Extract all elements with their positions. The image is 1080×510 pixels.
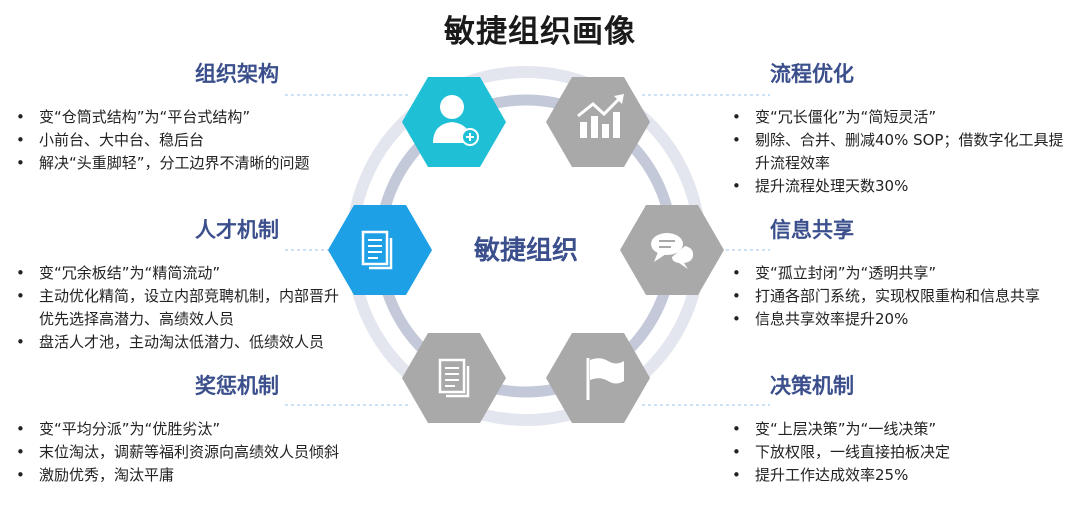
list-item: 盘活人才池，主动淘汰低潜力、低绩效人员 [14, 331, 344, 354]
document-icon [361, 230, 393, 270]
page-title: 敏捷组织画像 [444, 14, 636, 50]
list-item: 变“平均分派”为“优胜劣汰” [14, 418, 374, 441]
structure-list: 变“仓筒式结构”为“平台式结构” 小前台、大中台、稳后台 解决“头重脚轻”，分工… [14, 106, 354, 175]
section-title-info: 信息共享 [770, 218, 854, 242]
person-add-icon [433, 95, 479, 146]
trend-chart-icon [577, 94, 624, 138]
decision-list: 变“上层决策”为“一线决策” 下放权限，一线直接拍板决定 提升工作达成效率25% [730, 418, 1070, 487]
section-title-decision: 决策机制 [770, 374, 854, 398]
info-list: 变“孤立封闭”为“透明共享” 打通各部门系统，实现权限重构和信息共享 信息共享效… [730, 262, 1075, 331]
list-item: 变“孤立封闭”为“透明共享” [730, 262, 1075, 285]
section-title-structure: 组织架构 [195, 62, 279, 86]
list-item: 下放权限，一线直接拍板决定 [730, 441, 1070, 464]
list-item: 激励优秀，淘汰平庸 [14, 464, 374, 487]
list-item: 变“仓筒式结构”为“平台式结构” [14, 106, 354, 129]
hex-decision [546, 333, 650, 423]
list-item: 主动优化精简，设立内部竞聘机制，内部晋升优先选择高潜力、高绩效人员 [14, 285, 344, 331]
list-item: 变“冗余板结”为“精简流动” [14, 262, 344, 285]
hex-reward [402, 333, 506, 423]
process-list: 变“冗长僵化”为“简短灵活” 剔除、合并、删减40% SOP；借数字化工具提升流… [730, 106, 1070, 198]
list-item: 剔除、合并、删减40% SOP；借数字化工具提升流程效率 [730, 129, 1070, 175]
list-item: 信息共享效率提升20% [730, 308, 1075, 331]
list-item: 提升流程处理天数30% [730, 175, 1070, 198]
hex-structure [402, 77, 506, 167]
chat-bubbles-icon [651, 233, 694, 269]
list-item: 变“冗长僵化”为“简短灵活” [730, 106, 1070, 129]
center-label: 敏捷组织 [473, 235, 578, 266]
list-item: 打通各部门系统，实现权限重构和信息共享 [730, 285, 1075, 308]
hex-info [620, 205, 724, 295]
hex-process [546, 77, 650, 167]
talent-list: 变“冗余板结”为“精简流动” 主动优化精简，设立内部竞聘机制，内部晋升优先选择高… [14, 262, 344, 354]
reward-list: 变“平均分派”为“优胜劣汰” 末位淘汰，调薪等福利资源向高绩效人员倾斜 激励优秀… [14, 418, 374, 487]
section-title-reward: 奖惩机制 [195, 374, 279, 398]
list-item: 小前台、大中台、稳后台 [14, 129, 354, 152]
section-title-process: 流程优化 [770, 62, 854, 86]
list-item: 末位淘汰，调薪等福利资源向高绩效人员倾斜 [14, 441, 374, 464]
list-item: 变“上层决策”为“一线决策” [730, 418, 1070, 441]
document-icon [438, 358, 470, 398]
list-item: 提升工作达成效率25% [730, 464, 1070, 487]
flag-icon [586, 358, 624, 400]
section-title-talent: 人才机制 [195, 218, 279, 242]
hex-talent [328, 205, 432, 295]
list-item: 解决“头重脚轻”，分工边界不清晰的问题 [14, 152, 354, 175]
